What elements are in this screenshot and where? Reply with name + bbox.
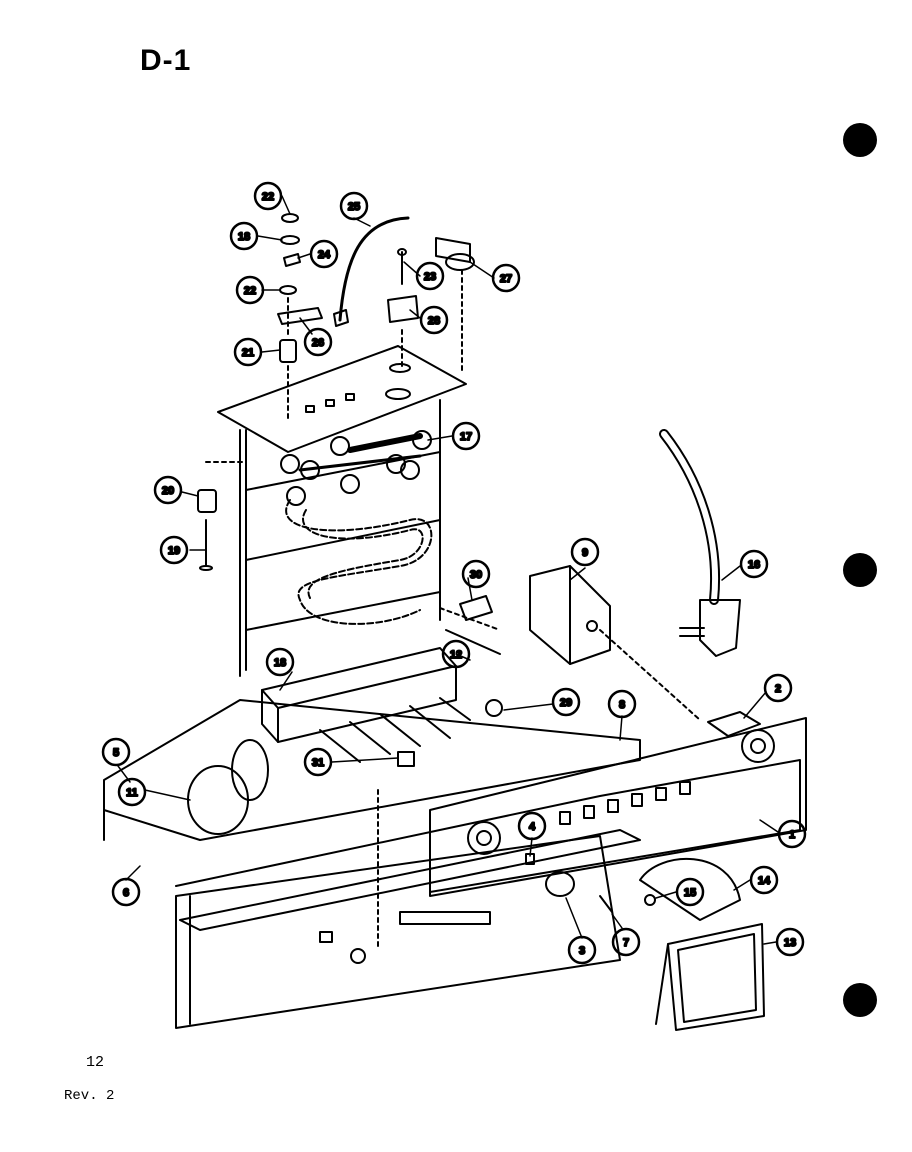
air-filter bbox=[655, 923, 765, 1031]
callout-6: 6 bbox=[111, 877, 141, 907]
callout-label: 12 bbox=[450, 649, 462, 661]
callout-5: 5 bbox=[101, 737, 131, 767]
callout-9: 9 bbox=[570, 537, 600, 567]
leader-lines bbox=[117, 195, 779, 945]
terminal-insulators bbox=[280, 430, 432, 506]
callout-label: 1 bbox=[789, 829, 795, 841]
callout-label: 5 bbox=[113, 747, 119, 759]
fan-blade bbox=[639, 857, 741, 921]
callout-label: 11 bbox=[126, 787, 138, 799]
callout-13: 13 bbox=[775, 927, 805, 957]
callout-8: 8 bbox=[607, 689, 637, 719]
callout-label: 21 bbox=[242, 347, 254, 359]
callout-31: 31 bbox=[303, 747, 333, 777]
callout-label: 22 bbox=[244, 285, 256, 297]
callout-1: 1 bbox=[777, 819, 807, 849]
callout-3: 3 bbox=[567, 935, 597, 965]
callout-16: 16 bbox=[739, 549, 769, 579]
control-panel bbox=[429, 717, 807, 897]
control-relay-box bbox=[529, 565, 701, 721]
callout-label: 14 bbox=[758, 875, 771, 887]
wire-clip bbox=[397, 751, 415, 767]
callout-label: 20 bbox=[162, 485, 174, 497]
power-cord bbox=[659, 429, 741, 657]
callout-15: 15 bbox=[675, 877, 705, 907]
callout-label: 28 bbox=[428, 315, 440, 327]
callout-25: 25 bbox=[339, 191, 369, 221]
callout-22-b: 22 bbox=[235, 275, 265, 305]
callout-label: 8 bbox=[619, 699, 625, 711]
selector-knob bbox=[545, 871, 575, 897]
callout-24: 24 bbox=[309, 239, 339, 269]
callout-label: 26 bbox=[312, 337, 324, 349]
callout-7: 7 bbox=[611, 927, 641, 957]
sensor-bulb bbox=[439, 595, 501, 631]
screw-7 bbox=[599, 895, 613, 913]
callout-label: 2 bbox=[775, 683, 781, 695]
callout-18-b: 18 bbox=[265, 647, 295, 677]
binder-hole-bottom bbox=[843, 983, 877, 1017]
callout-label: 25 bbox=[348, 201, 360, 213]
binder-hole-middle bbox=[843, 553, 877, 587]
callout-2: 2 bbox=[763, 673, 793, 703]
callout-28: 28 bbox=[419, 305, 449, 335]
callout-label: 17 bbox=[460, 431, 472, 443]
console-cover bbox=[175, 759, 801, 931]
callout-26: 26 bbox=[303, 327, 333, 357]
callout-label: 19 bbox=[168, 545, 180, 557]
callout-label: 4 bbox=[529, 821, 536, 833]
binder-hole-top bbox=[843, 123, 877, 157]
callout-label: 31 bbox=[312, 757, 324, 769]
callout-label: 24 bbox=[318, 249, 331, 261]
callout-29: 29 bbox=[551, 687, 581, 717]
callout-label: 9 bbox=[582, 547, 588, 559]
page-title: D-1 bbox=[140, 44, 192, 77]
heater-element bbox=[285, 499, 433, 625]
callout-label: 23 bbox=[424, 271, 436, 283]
callout-11: 11 bbox=[117, 777, 147, 807]
callout-label: 29 bbox=[560, 697, 572, 709]
callout-label: 30 bbox=[470, 569, 482, 581]
callout-label: 18 bbox=[274, 657, 286, 669]
base-chassis bbox=[103, 699, 641, 841]
callout-label: 6 bbox=[123, 887, 129, 899]
heater-top-plate bbox=[217, 345, 467, 453]
wire-lead bbox=[338, 216, 410, 322]
page-number: 12 bbox=[86, 1054, 105, 1071]
callout-23: 23 bbox=[415, 261, 445, 291]
callout-19: 19 bbox=[159, 535, 189, 565]
callout-label: 15 bbox=[684, 887, 696, 899]
callout-30: 30 bbox=[461, 559, 491, 589]
callout-12: 12 bbox=[441, 639, 471, 669]
callout-label: 18 bbox=[238, 231, 250, 243]
thermal-protector bbox=[435, 237, 475, 371]
callout-27: 27 bbox=[491, 263, 521, 293]
callout-21: 21 bbox=[233, 337, 263, 367]
callout-label: 3 bbox=[579, 945, 585, 957]
callout-14: 14 bbox=[749, 865, 779, 895]
fan-motor bbox=[187, 739, 269, 835]
callout-4: 4 bbox=[517, 811, 547, 841]
callout-17: 17 bbox=[451, 421, 481, 451]
callout-label: 7 bbox=[623, 937, 629, 949]
revision-label: Rev. 2 bbox=[64, 1088, 115, 1104]
spacer-and-bolt bbox=[197, 461, 247, 571]
callout-label: 16 bbox=[748, 559, 760, 571]
callout-label: 27 bbox=[500, 273, 512, 285]
callout-label: 22 bbox=[262, 191, 274, 203]
transformer bbox=[707, 711, 761, 737]
callout-22-a: 22 bbox=[253, 181, 283, 211]
rod-and-bushing bbox=[445, 629, 503, 717]
callout-20: 20 bbox=[153, 475, 183, 505]
terminal-block bbox=[261, 647, 471, 763]
callout-18-a: 18 bbox=[229, 221, 259, 251]
callout-label: 13 bbox=[784, 937, 796, 949]
front-access-panel bbox=[175, 789, 621, 1029]
